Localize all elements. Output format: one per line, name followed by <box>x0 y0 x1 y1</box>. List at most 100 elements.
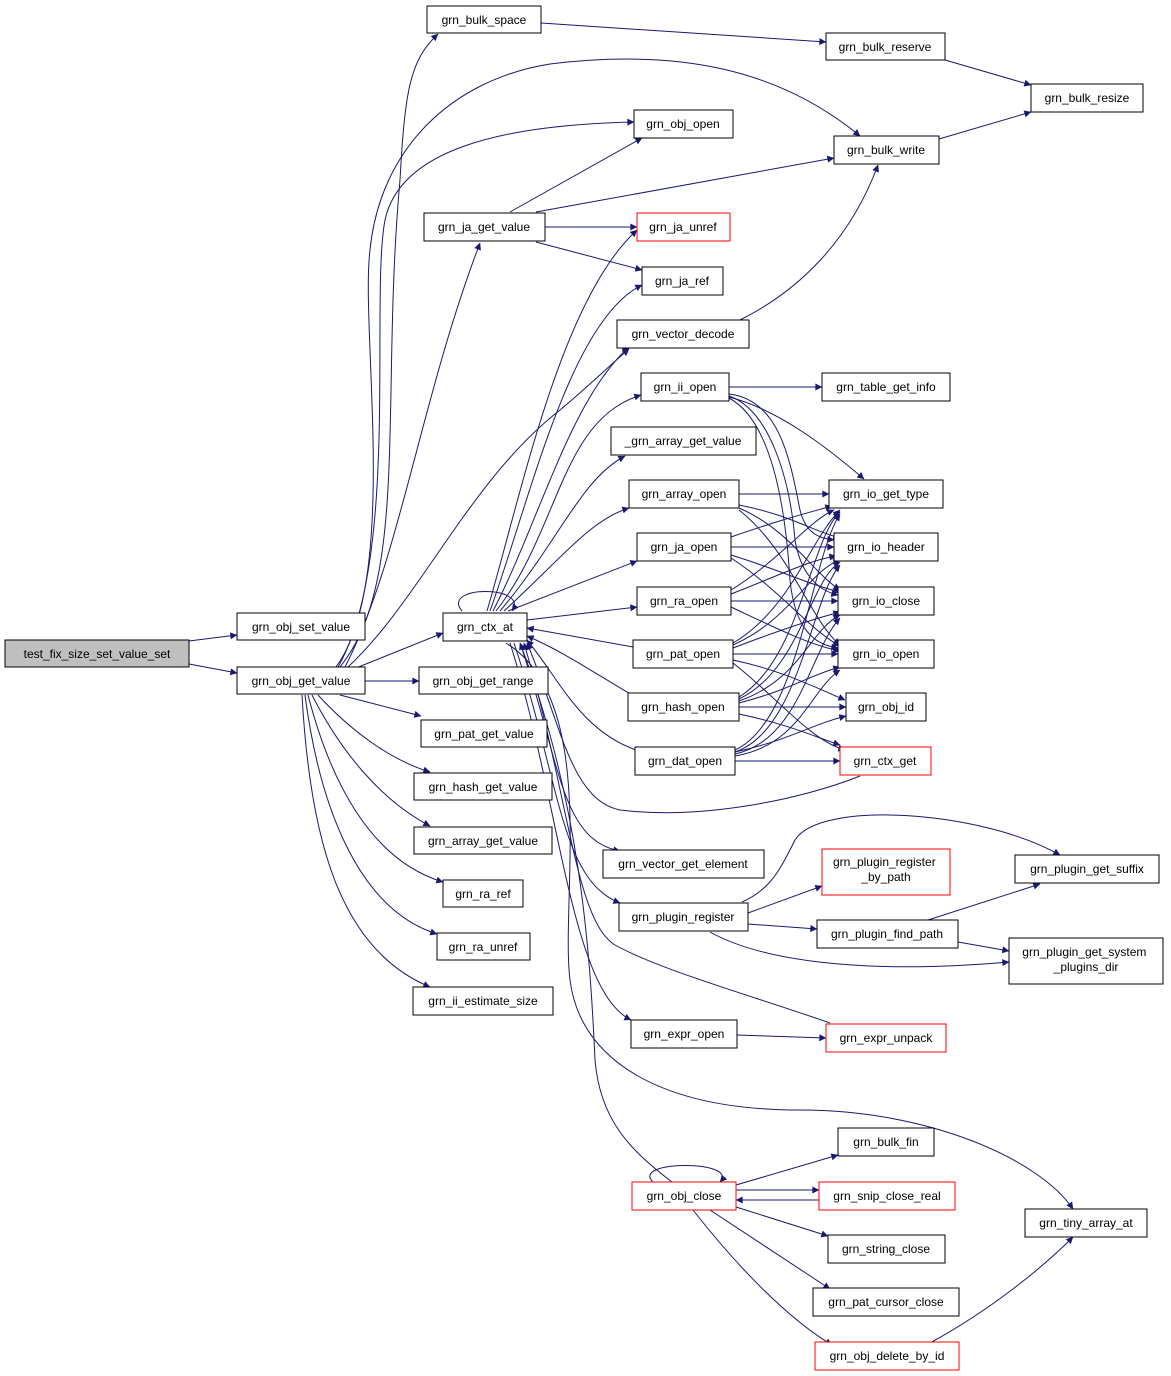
node-grn-dat-open[interactable]: grn_dat_open <box>634 746 736 776</box>
node-grn-ra-unref[interactable]: grn_ra_unref <box>436 932 531 961</box>
edge <box>499 455 626 612</box>
node-box <box>618 902 749 932</box>
node-grn-obj-open[interactable]: grn_obj_open <box>633 109 734 139</box>
node-box <box>818 1181 956 1211</box>
node-grn-plugin-find-path[interactable]: grn_plugin_find_path <box>816 919 959 949</box>
edge <box>738 713 841 747</box>
node-label: grn_bulk_space <box>442 13 527 27</box>
node-box <box>837 639 935 669</box>
node-label: grn_plugin_get_suffix <box>1030 862 1144 876</box>
node-grn-pat-open[interactable]: grn_pat_open <box>632 639 734 669</box>
edge <box>509 642 632 1021</box>
edge <box>526 625 640 649</box>
node-grn-ja-ref[interactable]: grn_ja_ref <box>641 266 724 296</box>
node-box <box>4 639 190 668</box>
node-grn-io-close[interactable]: grn_io_close <box>837 586 935 616</box>
node-box <box>816 919 959 949</box>
edge <box>938 110 1032 140</box>
node-box <box>412 986 554 1016</box>
node-grn-string-close[interactable]: grn_string_close <box>827 1234 946 1264</box>
node-grn-ja-open[interactable]: grn_ja_open <box>636 532 732 562</box>
node-grn-pat-cursor-close[interactable]: grn_pat_cursor_close <box>812 1287 960 1317</box>
node-grn-snip-close-real[interactable]: grn_snip_close_real <box>818 1181 956 1211</box>
node-box <box>640 372 730 402</box>
edge <box>188 663 238 676</box>
node-grn-ii-open[interactable]: grn_ii_open <box>640 372 730 402</box>
node-grn-obj-close[interactable]: grn_obj_close <box>631 1181 737 1211</box>
node-box <box>236 612 366 641</box>
edge <box>311 694 431 827</box>
node-label: grn_ii_estimate_size <box>428 994 538 1008</box>
node-grn-vector-decode[interactable]: grn_vector_decode <box>616 319 750 349</box>
edge <box>535 241 643 272</box>
node-label: grn_vector_decode <box>632 327 735 341</box>
edge <box>355 632 444 669</box>
edge <box>734 617 841 755</box>
node-grn-array-get-value[interactable]: grn_array_get_value <box>413 826 553 855</box>
node-label: grn_plugin_get_system _plugins_dir <box>1022 945 1149 974</box>
node-box <box>236 666 366 695</box>
edge <box>509 137 643 213</box>
node-grn-hash-open[interactable]: grn_hash_open <box>627 692 740 722</box>
node-grn-plugin-register-by-path[interactable]: grn_plugin_register _by_path <box>821 848 951 896</box>
node-grn-vector-get-element[interactable]: grn_vector_get_element <box>602 849 765 879</box>
node-label-line: grn_plugin_register <box>833 855 936 869</box>
edge <box>526 642 861 814</box>
node-grn-obj-set-value[interactable]: grn_obj_set_value <box>236 612 366 641</box>
node-grn-ra-ref[interactable]: grn_ra_ref <box>442 879 524 908</box>
node-label: grn_vector_get_element <box>618 857 748 871</box>
node-grn-obj-get-range[interactable]: grn_obj_get_range <box>418 666 549 695</box>
edge <box>492 346 630 612</box>
node-grn-tiny-array-at[interactable]: grn_tiny_array_at <box>1024 1208 1148 1238</box>
edge <box>734 714 847 753</box>
node-grn-obj-id[interactable]: grn_obj_id <box>845 692 927 722</box>
node-grn-bulk-fin[interactable]: grn_bulk_fin <box>837 1127 935 1157</box>
node-grn-ctx-get[interactable]: grn_ctx_get <box>839 746 932 776</box>
node-grn-plugin-register[interactable]: grn_plugin_register <box>618 902 749 932</box>
node-grn-plugin-get-system-plugins-dir[interactable]: grn_plugin_get_system _plugins_dir <box>1008 937 1164 985</box>
node-box <box>436 932 531 961</box>
node-grn-hash-get-value[interactable]: grn_hash_get_value <box>413 772 553 801</box>
node-grn-ii-estimate-size[interactable]: grn_ii_estimate_size <box>412 986 554 1016</box>
node-box <box>1030 83 1144 113</box>
node-grn-obj-delete-by-id[interactable]: grn_obj_delete_by_id <box>814 1341 960 1371</box>
node-box <box>827 1234 946 1264</box>
node-grn-bulk-write[interactable]: grn_bulk_write <box>833 135 940 165</box>
node-grn-expr-open[interactable]: grn_expr_open <box>630 1019 738 1049</box>
node-test-fix-size-set-value-set[interactable]: test_fix_size_set_value_set <box>4 639 190 668</box>
node-label: grn_obj_close <box>647 1189 722 1203</box>
node-grn-expr-unpack[interactable]: grn_expr_unpack <box>825 1023 947 1053</box>
edge <box>344 242 481 668</box>
node-grn-array-get-value-internal[interactable]: _grn_array_get_value <box>610 426 757 456</box>
node-grn-table-get-info[interactable]: grn_table_get_info <box>821 372 951 402</box>
node-grn-plugin-get-suffix[interactable]: grn_plugin_get_suffix <box>1014 854 1160 884</box>
node-grn-array-open[interactable]: grn_array_open <box>628 479 740 509</box>
node-grn-bulk-resize[interactable]: grn_bulk_resize <box>1030 83 1144 113</box>
node-grn-obj-get-value[interactable]: grn_obj_get_value <box>236 666 366 695</box>
node-box <box>837 586 935 616</box>
node-grn-ra-open[interactable]: grn_ra_open <box>636 586 732 616</box>
node-label: grn_ja_ref <box>655 274 710 288</box>
node-grn-ctx-at[interactable]: grn_ctx_at <box>442 612 528 642</box>
node-grn-io-open[interactable]: grn_io_open <box>837 639 935 669</box>
node-grn-ja-get-value[interactable]: grn_ja_get_value <box>423 212 546 242</box>
node-grn-pat-get-value[interactable]: grn_pat_get_value <box>420 719 548 748</box>
node-label: grn_obj_open <box>646 117 719 131</box>
edge <box>957 941 1010 954</box>
node-grn-bulk-space[interactable]: grn_bulk_space <box>426 5 542 34</box>
node-label-line: grn_plugin_get_system <box>1022 945 1146 959</box>
node-label: grn_ra_ref <box>455 887 511 901</box>
edge <box>709 1209 831 1290</box>
edge <box>944 59 1032 87</box>
node-grn-io-header[interactable]: grn_io_header <box>833 532 939 562</box>
node-label: grn_dat_open <box>648 754 722 768</box>
node-grn-ja-unref[interactable]: grn_ja_unref <box>636 212 731 242</box>
edge <box>734 564 841 753</box>
node-grn-io-get-type[interactable]: grn_io_get_type <box>828 479 944 509</box>
node-label-line: _plugins_dir <box>1053 960 1119 974</box>
node-grn-bulk-reserve[interactable]: grn_bulk_reserve <box>825 32 946 61</box>
node-box <box>828 479 944 509</box>
edge <box>728 396 865 480</box>
edge <box>489 284 643 612</box>
edge <box>519 642 673 1183</box>
